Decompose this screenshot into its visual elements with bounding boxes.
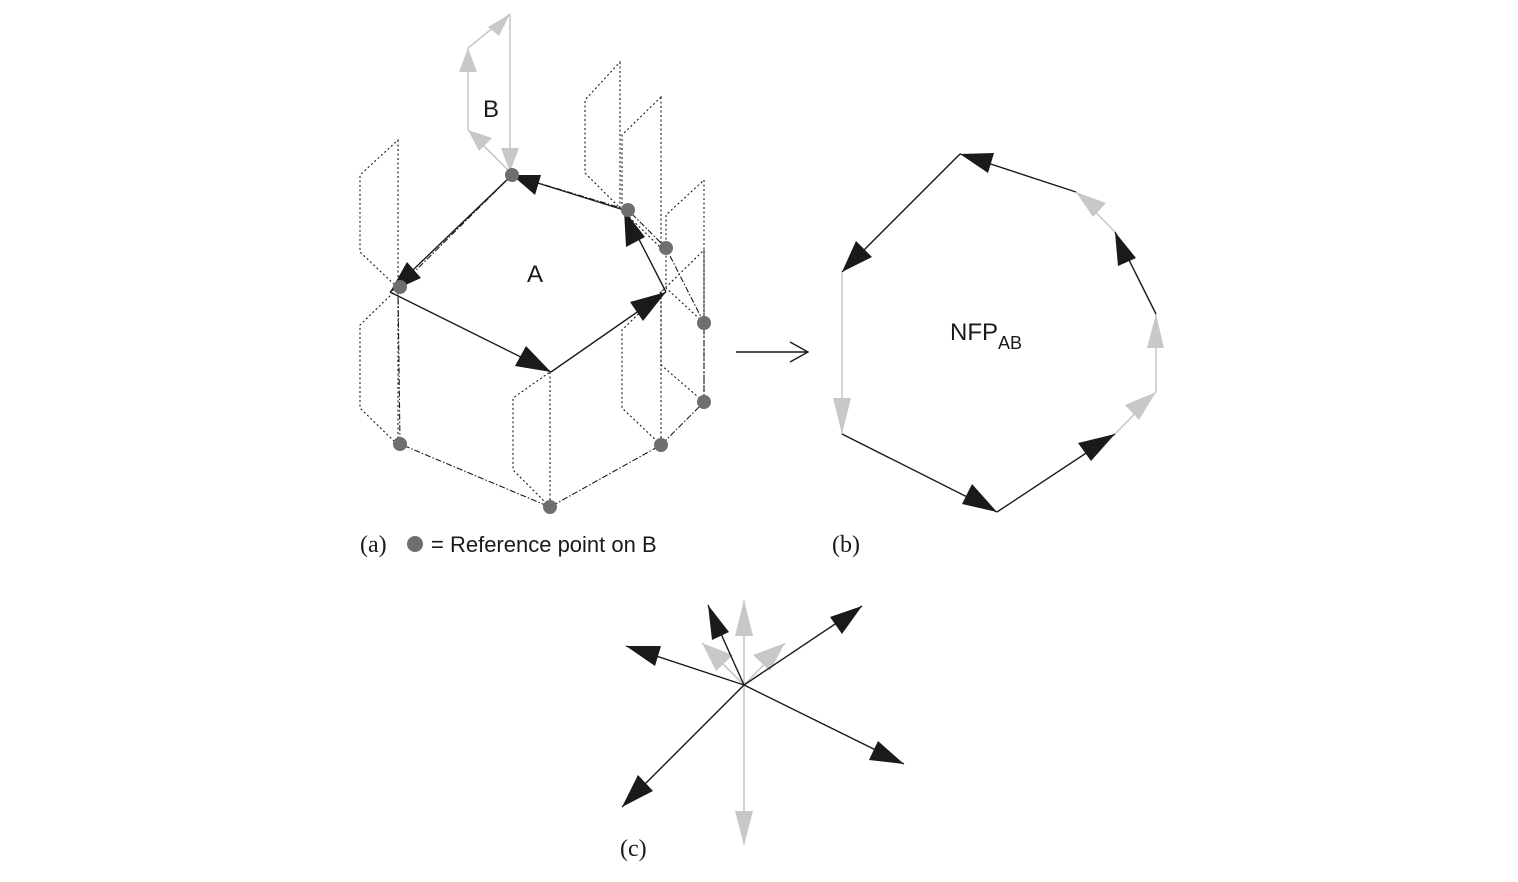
legend-reference-dot [407, 536, 423, 552]
reference-point [393, 280, 407, 294]
reference-point [697, 316, 711, 330]
panel-a-caption: (a) [360, 532, 387, 558]
reference-point [505, 168, 519, 182]
transform-arrow [736, 341, 810, 363]
polygon-a-label: A [527, 261, 543, 288]
reference-point [543, 500, 557, 514]
reference-point [654, 438, 668, 452]
nfp-label-subscript: AB [998, 333, 1022, 353]
panel-c: (c) [620, 600, 905, 862]
polygon-b-label: B [483, 96, 499, 123]
polygon-a: A [389, 174, 667, 373]
panel-c-caption: (c) [620, 836, 647, 862]
polygon-b: B [459, 13, 519, 173]
legend-text: = Reference point on B [431, 532, 657, 557]
b-trace-outlines [359, 60, 705, 509]
reference-points [393, 168, 711, 514]
panel-b: NFPAB (b) [832, 153, 1164, 558]
edge-vectors-b [701, 600, 786, 845]
panel-a: B A (a) [359, 13, 711, 558]
reference-trace-path [397, 174, 705, 508]
reference-point [393, 437, 407, 451]
edge-vectors-a [621, 604, 905, 808]
panel-b-caption: (b) [832, 532, 860, 558]
reference-point [621, 203, 635, 217]
nfp-polygon [833, 153, 1164, 513]
nfp-label-main: NFP [950, 319, 998, 346]
nfp-label: NFPAB [950, 319, 1022, 353]
reference-point [659, 241, 673, 255]
reference-point [697, 395, 711, 409]
